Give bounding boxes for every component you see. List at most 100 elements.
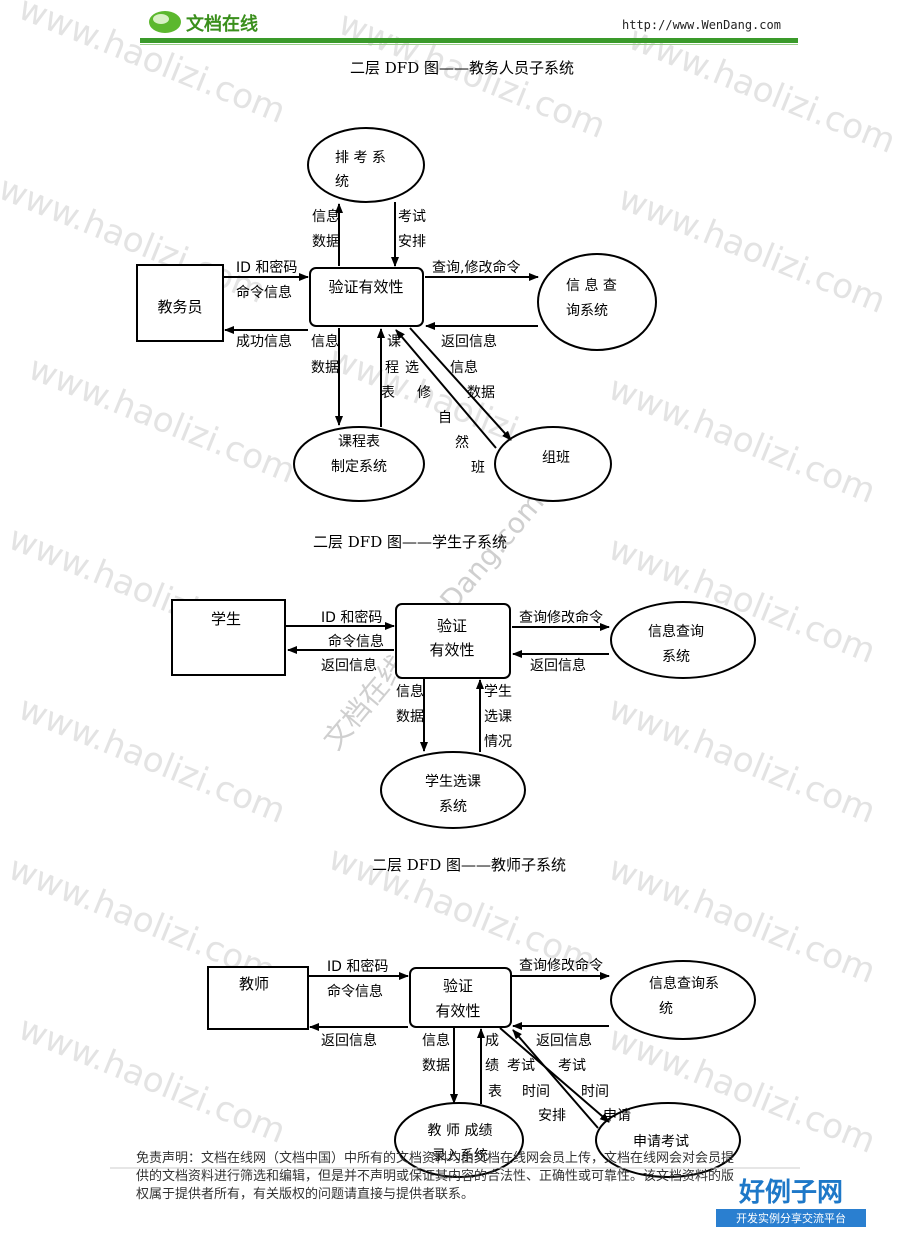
flow-label: 信息 xyxy=(311,333,339,350)
diagram-caption: 二层 DFD 图——学生子系统 xyxy=(313,533,507,551)
node-label: 有效性 xyxy=(429,641,474,659)
flow-label: ID 和密码 xyxy=(327,958,388,975)
flow-label: 选 xyxy=(405,360,419,376)
flow-label: 时间 xyxy=(522,1084,550,1100)
node-label: 学生 xyxy=(211,610,241,628)
node-label: 系统 xyxy=(439,799,467,815)
process-box xyxy=(309,267,424,327)
node-label: 课程表 xyxy=(338,434,380,450)
node-label: 系统 xyxy=(662,649,690,665)
flow-label: 安排 xyxy=(538,1108,566,1124)
process-circle xyxy=(610,960,756,1040)
process-circle xyxy=(394,1102,524,1178)
flow-arrow xyxy=(395,329,497,449)
node-label: 询系统 xyxy=(566,303,608,319)
flow-label: 考试 xyxy=(558,1058,586,1074)
flow-label: 选课 xyxy=(484,709,512,725)
flow-label: 数据 xyxy=(311,360,339,376)
flow-label: 绩 xyxy=(485,1058,499,1074)
flow-label: 信息 xyxy=(396,683,424,700)
site-url[interactable]: http://www.WenDang.com xyxy=(622,18,781,32)
node-label: 信 息 查 xyxy=(566,277,617,294)
node-label: 组班 xyxy=(542,450,570,466)
flow-arrow xyxy=(499,1027,610,1123)
node-label: 学生选课 xyxy=(425,774,481,790)
flow-label: 返回信息 xyxy=(441,333,497,350)
node-label: 验证 xyxy=(443,977,473,995)
flow-label: 数据 xyxy=(467,385,495,401)
brand-tagline: 开发实例分享交流平台 xyxy=(716,1209,866,1227)
entity-box xyxy=(171,599,286,676)
labels-student: 学生 验证 有效性 信息查询 系统 学生选课 系统 ID 和密码 命令信息 返回… xyxy=(211,609,704,815)
process-circle xyxy=(293,426,425,502)
node-label: 有效性 xyxy=(435,1002,480,1020)
flow-arrow xyxy=(512,1029,599,1129)
flow-label: 信息 xyxy=(422,1032,450,1049)
flow-label: 返回信息 xyxy=(536,1032,592,1049)
disclaimer-line: 权属于提供者所有，有关版权的问题请直接与提供者联系。 xyxy=(136,1187,475,1202)
brand-name: 好例子网 xyxy=(738,1178,843,1208)
flow-label: 然 xyxy=(455,434,469,451)
flow-label: ID 和密码 xyxy=(321,609,382,626)
node-label: 教 师 成绩 xyxy=(428,1123,493,1139)
node-label: 教师 xyxy=(239,975,269,993)
flow-label: 数据 xyxy=(422,1058,450,1074)
diagram-teacher xyxy=(207,960,756,1178)
process-box xyxy=(409,967,512,1028)
flow-label: 返回信息 xyxy=(321,1032,377,1049)
node-label: 制定系统 xyxy=(331,459,387,475)
flow-label: 命令信息 xyxy=(236,284,292,301)
logo-icon xyxy=(149,11,181,33)
flow-label: 课 xyxy=(387,334,401,350)
flow-label: ID 和密码 xyxy=(236,259,297,276)
flow-label: 数据 xyxy=(312,234,340,250)
flow-label: 时间 xyxy=(581,1084,609,1100)
flow-label: 信息 xyxy=(450,359,478,376)
flow-label: 成功信息 xyxy=(236,333,292,350)
node-label: 验证 xyxy=(437,617,467,635)
flow-label: 学生 xyxy=(484,684,512,700)
flow-label: 命令信息 xyxy=(327,983,383,1000)
flow-label: 情况 xyxy=(484,734,512,750)
flow-label: 修 xyxy=(417,385,431,401)
header-bar-thin xyxy=(140,44,798,45)
flow-label: 返回信息 xyxy=(321,657,377,674)
process-circle xyxy=(537,253,657,351)
flow-label: 考试 xyxy=(507,1058,535,1074)
node-label: 信息查询 xyxy=(648,623,704,640)
flow-label: 成 xyxy=(485,1033,499,1049)
process-box xyxy=(395,603,511,679)
flow-label: 查询修改命令 xyxy=(519,957,603,974)
flow-label: 表 xyxy=(488,1084,502,1100)
disclaimer-line: 供的文档资料进行筛选和编辑，但是并不声明或保证其内容的合法性、正确性或可靠性。该… xyxy=(136,1169,735,1184)
disclaimer: 免责声明：文档在线网（文档中国）中所有的文档资料均由文档在线网会员上传，文档在线… xyxy=(136,1150,806,1204)
node-label: 统 xyxy=(335,174,349,190)
flow-label: 程 xyxy=(385,360,399,376)
entity-box xyxy=(136,264,224,342)
node-label: 排 考 系 xyxy=(335,150,386,166)
flow-label: 信息 xyxy=(312,208,340,225)
node-label: 信息查询系 xyxy=(649,975,719,992)
diagram-staff xyxy=(136,127,657,502)
flow-label: 数据 xyxy=(396,709,424,725)
process-circle xyxy=(610,601,756,679)
disclaimer-line: 免责声明：文档在线网（文档中国）中所有的文档资料均由文档在线网会员上传，文档在线… xyxy=(136,1151,735,1166)
flow-label: 表 xyxy=(381,385,395,401)
flow-label: 命令信息 xyxy=(328,633,384,650)
process-circle xyxy=(380,751,526,829)
node-label: 录入系统 xyxy=(432,1148,488,1164)
diagram-caption: 二层 DFD 图——教务人员子系统 xyxy=(350,59,574,77)
entity-box xyxy=(207,966,309,1030)
labels-staff: 教务员 验证有效性 排 考 系 统 信 息 查 询系统 课程表 制定系统 组班 … xyxy=(157,150,616,476)
brand-badge[interactable]: 好例子网 开发实例分享交流平台 xyxy=(716,1172,866,1227)
labels-teacher: 教师 验证 有效性 信息查询系 统 教 师 成绩 录入系统 申请考试 ID 和密… xyxy=(239,957,719,1164)
process-circle xyxy=(494,426,612,502)
process-circle xyxy=(307,127,425,203)
flow-label: 自 xyxy=(438,410,452,426)
flow-label: 安排 xyxy=(398,234,426,250)
logo-text: 文档在线 xyxy=(186,14,258,35)
process-circle xyxy=(595,1102,741,1178)
header-bar xyxy=(140,38,798,43)
node-label: 验证有效性 xyxy=(328,278,403,296)
